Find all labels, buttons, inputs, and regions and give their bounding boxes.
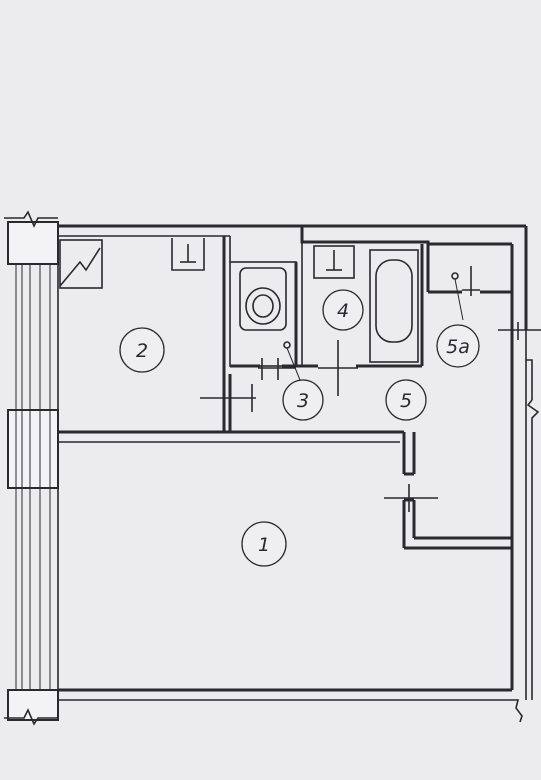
room-3-walls [229,242,303,381]
toilet-icon [239,267,287,331]
bathtub-icon [369,249,419,363]
room-2-walls [58,236,231,443]
room-label-2: 2 [119,327,165,373]
svg-text:5: 5 [400,390,412,412]
room-5-walls [228,374,512,550]
room-4-walls [302,244,424,368]
svg-text:2: 2 [136,340,148,362]
svg-text:4: 4 [337,300,349,322]
room-label-1: 1 [241,521,287,567]
top-outer-wall [58,224,528,330]
room-label-3: 3 [282,379,324,421]
room-5a-walls [426,244,512,321]
svg-text:3: 3 [297,390,309,412]
svg-text:5a: 5a [446,336,470,358]
kitchen-sink-icon [171,238,205,271]
bottom-outer-wall [58,688,512,701]
washbasin-icon [313,245,355,279]
room-label-5: 5 [385,379,427,421]
right-outer-wall [510,292,540,723]
room-label-5a: 5a [436,324,480,368]
room-label-4: 4 [322,289,364,331]
left-window-wall [4,210,59,726]
door-markers [200,266,541,512]
svg-text:1: 1 [258,534,270,556]
stove-icon [59,239,103,289]
